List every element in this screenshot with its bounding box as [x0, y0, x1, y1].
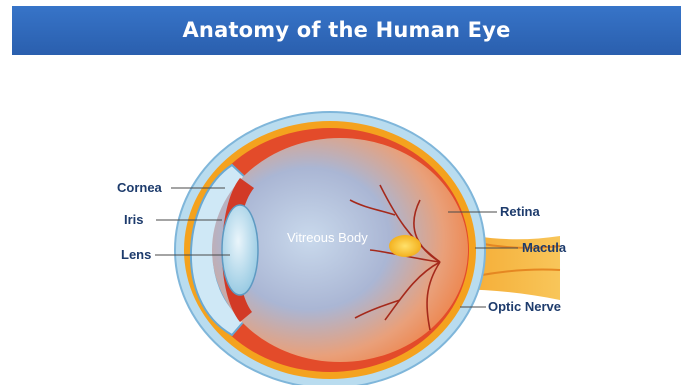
label-retina: Retina [500, 204, 541, 219]
label-lens: Lens [121, 247, 151, 262]
label-cornea: Cornea [117, 180, 163, 195]
label-optic-nerve: Optic Nerve [488, 299, 561, 314]
label-macula: Macula [522, 240, 567, 255]
lens-shape [222, 205, 258, 295]
label-vitreous-body: Vitreous Body [287, 230, 368, 245]
label-iris: Iris [124, 212, 144, 227]
macula-spot [389, 235, 421, 257]
